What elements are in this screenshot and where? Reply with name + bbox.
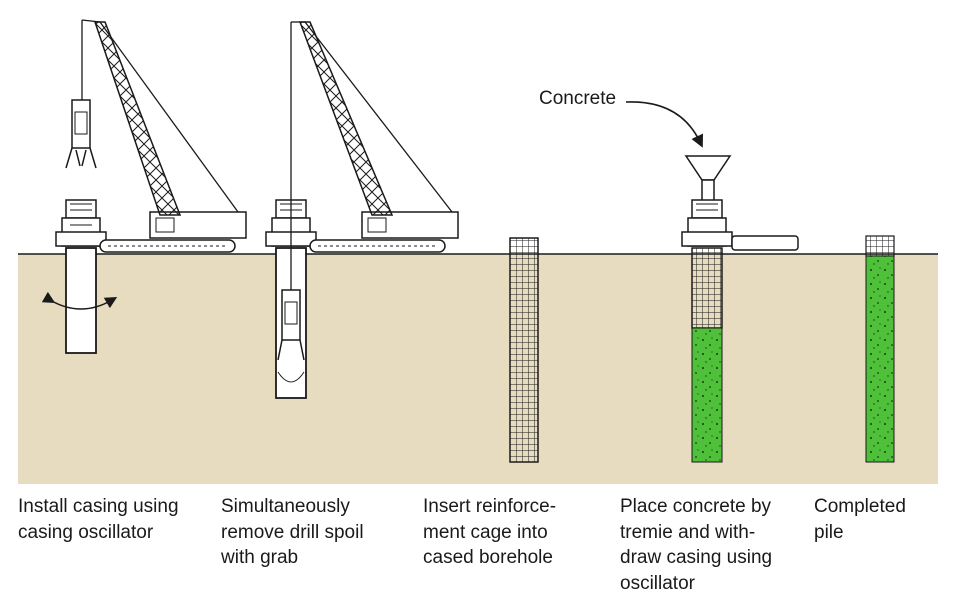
completed-pile-cage-top [865,235,895,257]
tremie-hopper-icon [684,155,732,203]
caption-install-casing: Install casing using casing oscillator [18,496,179,543]
grab-bucket-icon [277,289,305,361]
concrete-fill-stage-4 [691,327,723,463]
caption-insert-cage: Insert reinforce- ment cage into cased b… [423,496,557,568]
caption-completed-pile: Completed pile [814,496,906,543]
stage-3 [509,237,539,463]
casing-oscillator-icon [681,199,733,247]
stage-5 [865,235,895,463]
concrete-arrow [625,101,704,148]
crane-icon [290,21,459,290]
casing-oscillator-icon [55,199,107,247]
pile-construction-diagram [18,19,938,484]
grab-bucket-icon [65,99,97,169]
stage-4 [625,101,799,463]
completed-pile [865,255,895,463]
caption-remove-spoil: Simultaneously remove drill spoil with g… [221,496,364,568]
stage-1 [41,19,247,354]
crane-icon [81,19,247,253]
casing-stage-1 [65,247,97,354]
rotation-arrow-icon [41,291,118,310]
reinforcement-cage-icon [509,237,539,463]
concrete-label: Concrete [539,88,617,109]
power-pack [731,235,799,251]
casing-stage-4 [691,247,723,329]
ground [18,254,938,484]
stage-2 [265,21,459,399]
caption-place-concrete: Place concrete by tremie and with- draw … [620,496,773,594]
